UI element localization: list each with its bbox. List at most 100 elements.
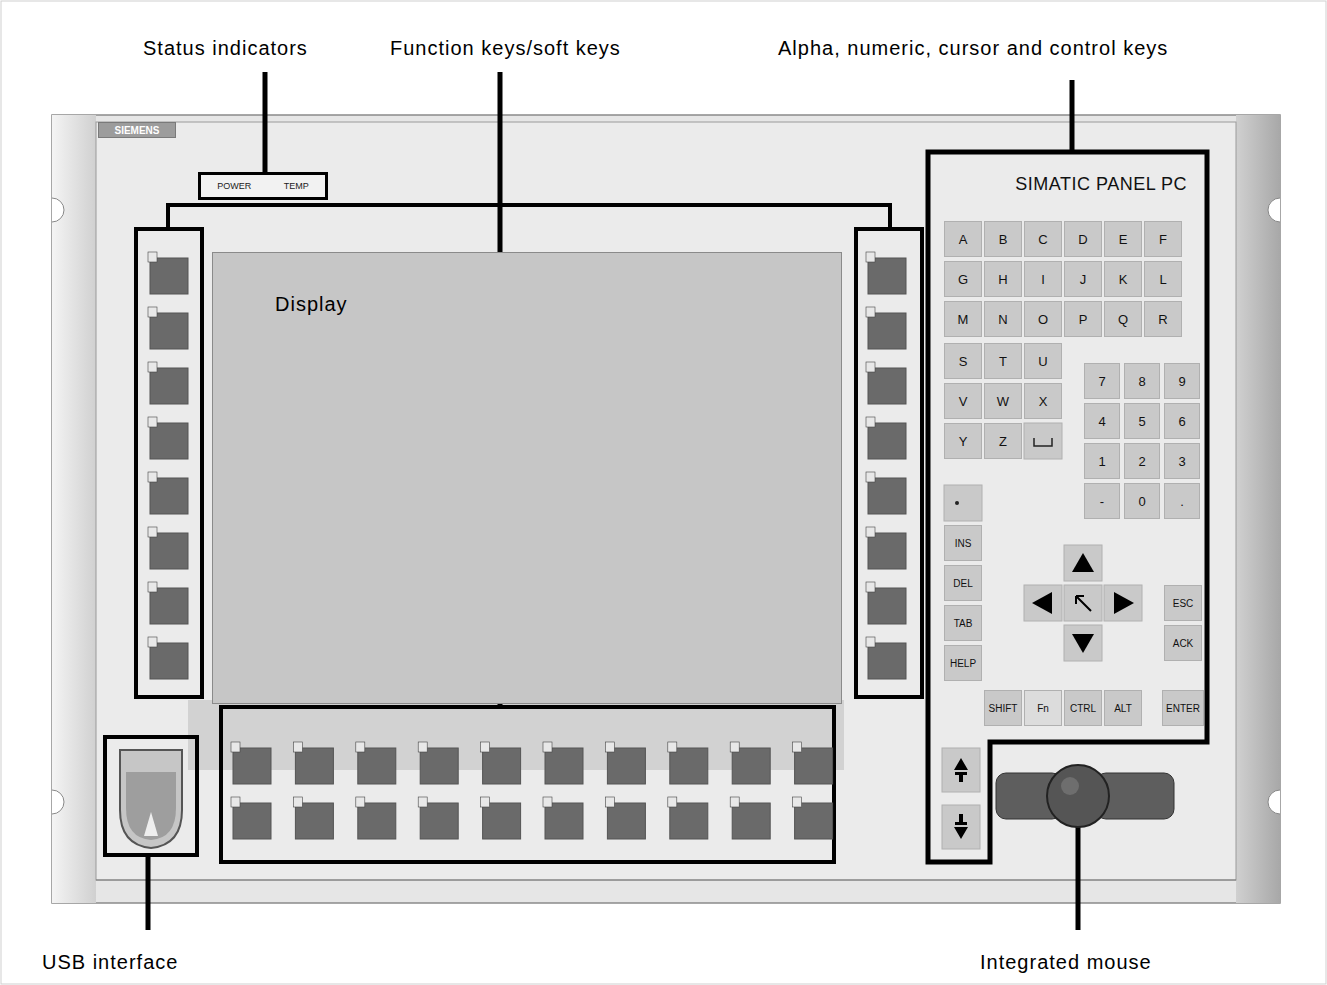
soft-key-tag	[293, 742, 302, 752]
soft-key	[868, 643, 906, 679]
leader-line	[263, 72, 268, 172]
keyboard-key: 5	[1124, 403, 1160, 439]
soft-key-tag	[668, 797, 677, 807]
key-label: A	[959, 232, 968, 247]
soft-key-tag	[793, 797, 802, 807]
key-label: R	[1158, 312, 1167, 327]
key-label: P	[1079, 312, 1088, 327]
callout-label: Function keys/soft keys	[390, 36, 621, 60]
soft-key	[483, 748, 521, 784]
trackball-highlight	[1061, 777, 1079, 795]
keyboard-key: ENTER	[1162, 690, 1204, 726]
soft-key	[670, 803, 708, 839]
soft-key	[868, 478, 906, 514]
housing	[52, 115, 1280, 903]
callout-label: Alpha, numeric, cursor and control keys	[778, 36, 1168, 60]
cursor-key	[1104, 585, 1142, 621]
keyboard-key: ESC	[1164, 585, 1202, 621]
soft-key-tag	[543, 797, 552, 807]
keyboard-key: ACK	[1164, 625, 1202, 661]
soft-key	[150, 258, 188, 294]
keyboard-key: CTRL	[1064, 690, 1102, 726]
key-label: Z	[999, 434, 1007, 449]
mount-notch	[1268, 198, 1280, 222]
key-label: B	[999, 232, 1008, 247]
key-label: W	[997, 394, 1009, 409]
key-label: F	[1159, 232, 1167, 247]
space-symbol	[1034, 438, 1052, 446]
key-label: 6	[1178, 414, 1185, 429]
soft-key	[868, 533, 906, 569]
key-label: 0	[1138, 494, 1145, 509]
node-text: SIEMENS	[114, 125, 159, 136]
callout-label: Status indicators	[143, 36, 308, 60]
key-label: Q	[1118, 312, 1128, 327]
key-label: S	[959, 354, 968, 369]
bracket	[168, 205, 890, 229]
soft-key-tag	[730, 797, 739, 807]
key-label: 9	[1178, 374, 1185, 389]
callout-label: USB interface	[42, 950, 178, 974]
key-label: N	[998, 312, 1007, 327]
keyboard-key: B	[984, 221, 1022, 257]
leader-line	[1076, 826, 1081, 930]
key-label: 5	[1138, 414, 1145, 429]
display-area: Display	[212, 252, 842, 704]
soft-key-tag	[148, 252, 157, 262]
keyboard-key: S	[944, 343, 982, 379]
keyboard-key: 9	[1164, 363, 1200, 399]
soft-key	[420, 803, 458, 839]
soft-key	[420, 748, 458, 784]
keyboard-key: N	[984, 301, 1022, 337]
soft-key-tag	[481, 797, 490, 807]
keyboard-key: P	[1064, 301, 1102, 337]
key-label: CTRL	[1070, 703, 1096, 714]
key-label: ACK	[1173, 638, 1194, 649]
key-label: .	[1180, 494, 1184, 509]
keyboard-key: 7	[1084, 363, 1120, 399]
keyboard-key: 1	[1084, 443, 1120, 479]
soft-key-tag	[866, 417, 875, 427]
trackball	[1047, 765, 1109, 827]
node-text: TEMP	[284, 181, 309, 191]
key-label: Fn	[1037, 703, 1049, 714]
leader-line	[146, 857, 151, 930]
soft-key	[868, 423, 906, 459]
key	[944, 485, 982, 521]
cursor-key	[1064, 585, 1102, 621]
keyboard-key: G	[944, 261, 982, 297]
soft-key	[150, 368, 188, 404]
soft-key-tag	[866, 637, 875, 647]
key-label: J	[1080, 272, 1087, 287]
soft-key-tag	[866, 252, 875, 262]
arrow-up	[1072, 553, 1094, 572]
mount-notch	[52, 198, 64, 222]
callout-label: Integrated mouse	[980, 950, 1152, 974]
soft-key-tag	[543, 742, 552, 752]
soft-key-tag	[481, 742, 490, 752]
keyboard-key: 3	[1164, 443, 1200, 479]
key-label: 4	[1098, 414, 1105, 429]
soft-key	[358, 748, 396, 784]
keyboard-key: R	[1144, 301, 1182, 337]
soft-key	[607, 803, 645, 839]
soft-key	[150, 423, 188, 459]
soft-key	[545, 803, 583, 839]
soft-key	[607, 748, 645, 784]
soft-key-tag	[148, 362, 157, 372]
soft-key-tag	[148, 527, 157, 537]
soft-key	[295, 803, 333, 839]
arrow-left	[1032, 592, 1052, 614]
soft-key-tag	[356, 797, 365, 807]
key-label: T	[999, 354, 1007, 369]
soft-key-tag	[866, 362, 875, 372]
brand-plate: SIEMENS	[98, 122, 176, 138]
keyboard-key: H	[984, 261, 1022, 297]
keyboard-key: 8	[1124, 363, 1160, 399]
usb-symbol	[144, 812, 158, 836]
soft-key	[150, 588, 188, 624]
key-label: 7	[1098, 374, 1105, 389]
key-label: ENTER	[1166, 703, 1200, 714]
